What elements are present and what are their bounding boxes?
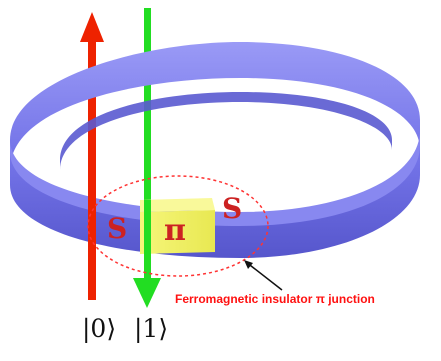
junction-dashed-outline xyxy=(87,175,269,277)
ket-one-label: |1⟩ xyxy=(134,314,169,343)
ring-top-front xyxy=(10,130,420,226)
green-arrow-head xyxy=(133,278,161,308)
red-arrow-shaft xyxy=(88,40,96,300)
red-arrow-head xyxy=(80,12,104,42)
green-arrow xyxy=(133,8,161,308)
pi-label: π xyxy=(164,213,186,248)
red-arrow xyxy=(80,12,104,300)
green-arrow-front-shaft xyxy=(144,200,151,280)
ring-front-band xyxy=(10,140,420,258)
red-arrow-front-shaft xyxy=(88,180,96,300)
junction-top-face xyxy=(140,198,215,212)
pointer-arrow xyxy=(244,260,283,291)
ring-inner-wall xyxy=(60,92,392,170)
ket-zero-label: |0⟩ xyxy=(82,314,117,343)
left-s-label: S xyxy=(107,212,127,245)
junction-label: Ferromagnetic insulator π junction xyxy=(175,292,375,306)
junction-front-face xyxy=(140,210,215,254)
ring-top-back xyxy=(10,42,420,170)
junction-block xyxy=(140,198,215,254)
superconducting-ring xyxy=(10,42,420,258)
right-s-label: S xyxy=(222,192,242,225)
green-arrow-shaft xyxy=(144,8,151,283)
